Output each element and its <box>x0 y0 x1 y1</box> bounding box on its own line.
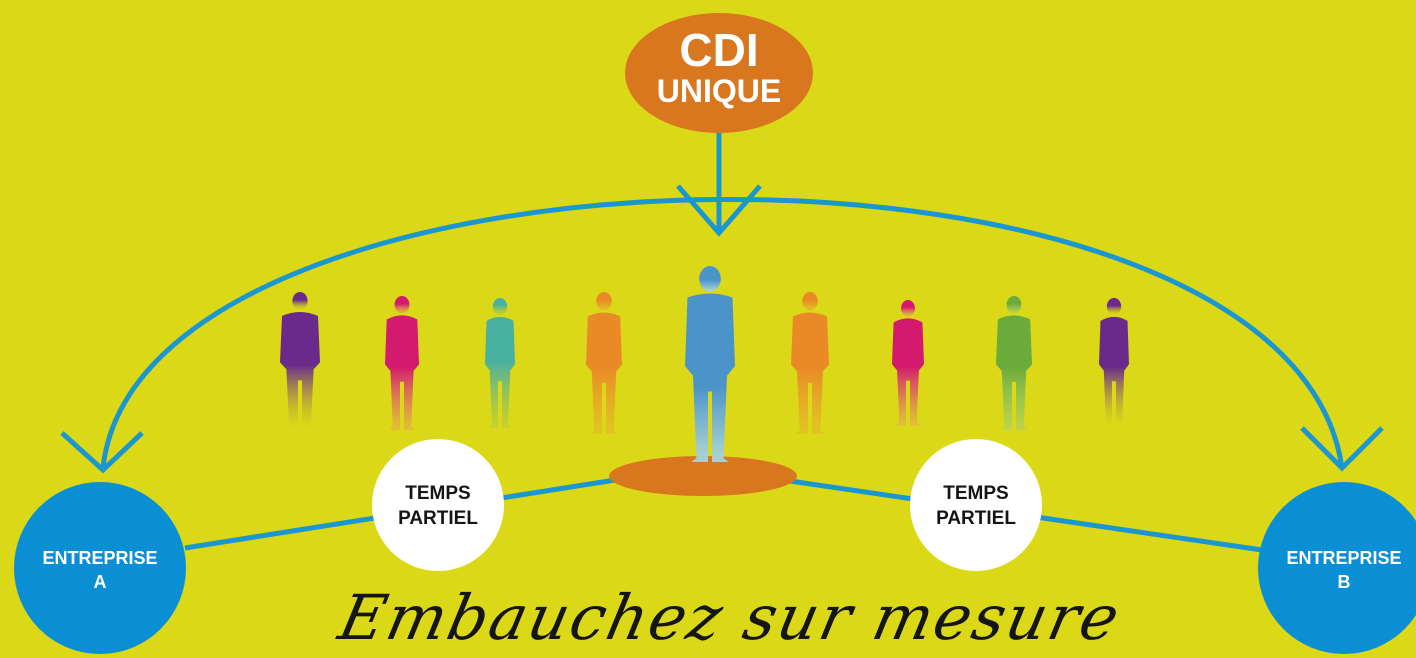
part-time-left-line1: TEMPS <box>405 483 470 504</box>
company-b-line1: ENTREPRISE <box>1286 548 1401 568</box>
person-silhouette <box>586 292 622 434</box>
person-silhouette <box>892 300 924 426</box>
cdi-unique-node <box>625 13 813 133</box>
people-silhouettes <box>280 266 1129 462</box>
part-time-left-line2: PARTIEL <box>398 508 478 529</box>
company-b-line2: B <box>1338 572 1351 592</box>
part-time-right-line1: TEMPS <box>943 483 1008 504</box>
down-arrow-head <box>676 184 762 237</box>
company-b-node <box>1258 482 1416 654</box>
central-platform <box>609 456 797 496</box>
person-silhouette <box>1099 298 1129 428</box>
part-time-right-node <box>910 439 1042 571</box>
part-time-left-node <box>372 439 504 571</box>
person-silhouette <box>385 296 419 430</box>
right-arrow-head <box>1300 426 1384 472</box>
tagline: Embauchez sur mesure <box>332 581 1128 654</box>
left-arrow-head <box>60 431 144 474</box>
person-silhouette <box>791 292 829 434</box>
person-silhouette <box>685 266 735 462</box>
person-silhouette <box>485 298 515 428</box>
company-a-line1: ENTREPRISE <box>42 548 157 568</box>
company-a-line2: A <box>94 572 107 592</box>
unique-label: UNIQUE <box>657 73 781 109</box>
person-silhouette <box>996 296 1032 430</box>
cdi-label: CDI <box>679 24 758 76</box>
part-time-right-line2: PARTIEL <box>936 508 1016 529</box>
person-silhouette <box>280 292 320 430</box>
company-a-node <box>14 482 186 654</box>
